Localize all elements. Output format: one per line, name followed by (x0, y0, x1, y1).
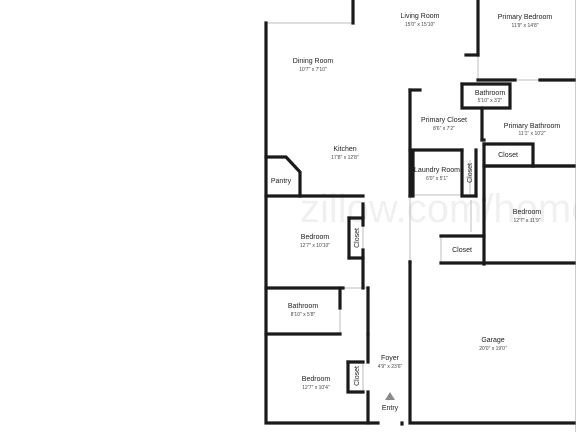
room-dimensions: 6'0" x 5'1" (426, 176, 448, 182)
room-name: Living Room (401, 13, 440, 20)
room-name: Bathroom (475, 90, 506, 97)
room-closet-bedroom-bottom: Closet (354, 366, 361, 386)
room-closet-primary-bath: Closet (498, 152, 518, 159)
room-bedroom-right: Bedroom 12'7" x 11'9" (513, 209, 542, 224)
room-dimensions: 12'7" x 10'10" (300, 243, 330, 249)
room-name: Foyer (381, 355, 400, 362)
room-bathroom-hall: Bathroom 8'10" x 5'8" (288, 303, 319, 318)
room-pantry: Pantry (271, 178, 292, 185)
room-name: Garage (481, 337, 504, 344)
room-name: Kitchen (333, 146, 356, 153)
room-dimensions: 11'1" x 10'2" (518, 131, 545, 137)
room-bedroom-bottom: Bedroom 12'7" x 10'4" (302, 376, 331, 391)
entry-marker: Entry (382, 392, 399, 412)
room-dining-room: Dining Room 10'7" x 7'10" (293, 58, 334, 73)
entry-arrow-icon (385, 392, 395, 400)
room-closet-bedroom-left: Closet (354, 228, 361, 248)
room-dimensions: 15'0" x 15'10" (405, 22, 435, 28)
room-dimensions: 12'7" x 11'9" (513, 218, 540, 224)
room-garage: Garage 20'0" x 19'0" (479, 337, 507, 352)
room-name: Bathroom (288, 303, 319, 310)
room-foyer: Foyer 4'9" x 23'6" (378, 355, 403, 370)
door-openings (265, 22, 540, 424)
room-name: Pantry (271, 178, 292, 185)
room-dimensions: 8'6" x 7'2" (433, 126, 455, 132)
room-primary-bathroom: Primary Bathroom 11'1" x 10'2" (504, 123, 561, 137)
room-dimensions: 17'8" x 12'8" (331, 155, 359, 161)
room-name: Bedroom (302, 376, 331, 383)
room-dimensions: 12'7" x 10'4" (302, 385, 330, 391)
room-bathroom-top: Bathroom 5'10" x 3'2" (475, 90, 506, 104)
room-closet-laundry: Closet (467, 163, 474, 183)
room-name: Closet (354, 228, 361, 248)
room-bedroom-left: Bedroom 12'7" x 10'10" (300, 234, 330, 249)
room-name: Primary Bedroom (498, 14, 553, 21)
room-primary-bedroom: Primary Bedroom 11'9" x 14'8" (498, 14, 553, 29)
room-dimensions: 20'0" x 19'0" (479, 346, 507, 352)
room-primary-closet: Primary Closet 8'6" x 7'2" (421, 117, 467, 132)
room-name: Bedroom (513, 209, 542, 216)
room-dimensions: 11'9" x 14'8" (511, 23, 538, 29)
room-name: Bedroom (301, 234, 330, 241)
room-dimensions: 8'10" x 5'8" (291, 312, 316, 318)
room-dimensions: 4'9" x 23'6" (378, 364, 403, 370)
room-name: Laundry Room (414, 167, 460, 174)
watermark-text: zillow.com/homes (300, 187, 576, 231)
room-dimensions: 10'7" x 7'10" (299, 67, 327, 73)
room-laundry-room: Laundry Room 6'0" x 5'1" (414, 167, 460, 182)
room-name: Closet (467, 163, 474, 183)
room-name: Dining Room (293, 58, 334, 65)
walls (264, 0, 576, 426)
room-name: Closet (354, 366, 361, 386)
room-closet-bedroom-right: Closet (452, 247, 472, 254)
room-name: Closet (498, 152, 518, 159)
room-name: Primary Closet (421, 117, 467, 124)
room-name: Primary Bathroom (504, 123, 561, 130)
room-kitchen: Kitchen 17'8" x 12'8" (331, 146, 359, 161)
room-dimensions: 5'10" x 3'2" (478, 98, 503, 104)
room-living-room: Living Room 15'0" x 15'10" (401, 13, 440, 28)
entry-label: Entry (382, 405, 399, 412)
room-name: Closet (452, 247, 472, 254)
